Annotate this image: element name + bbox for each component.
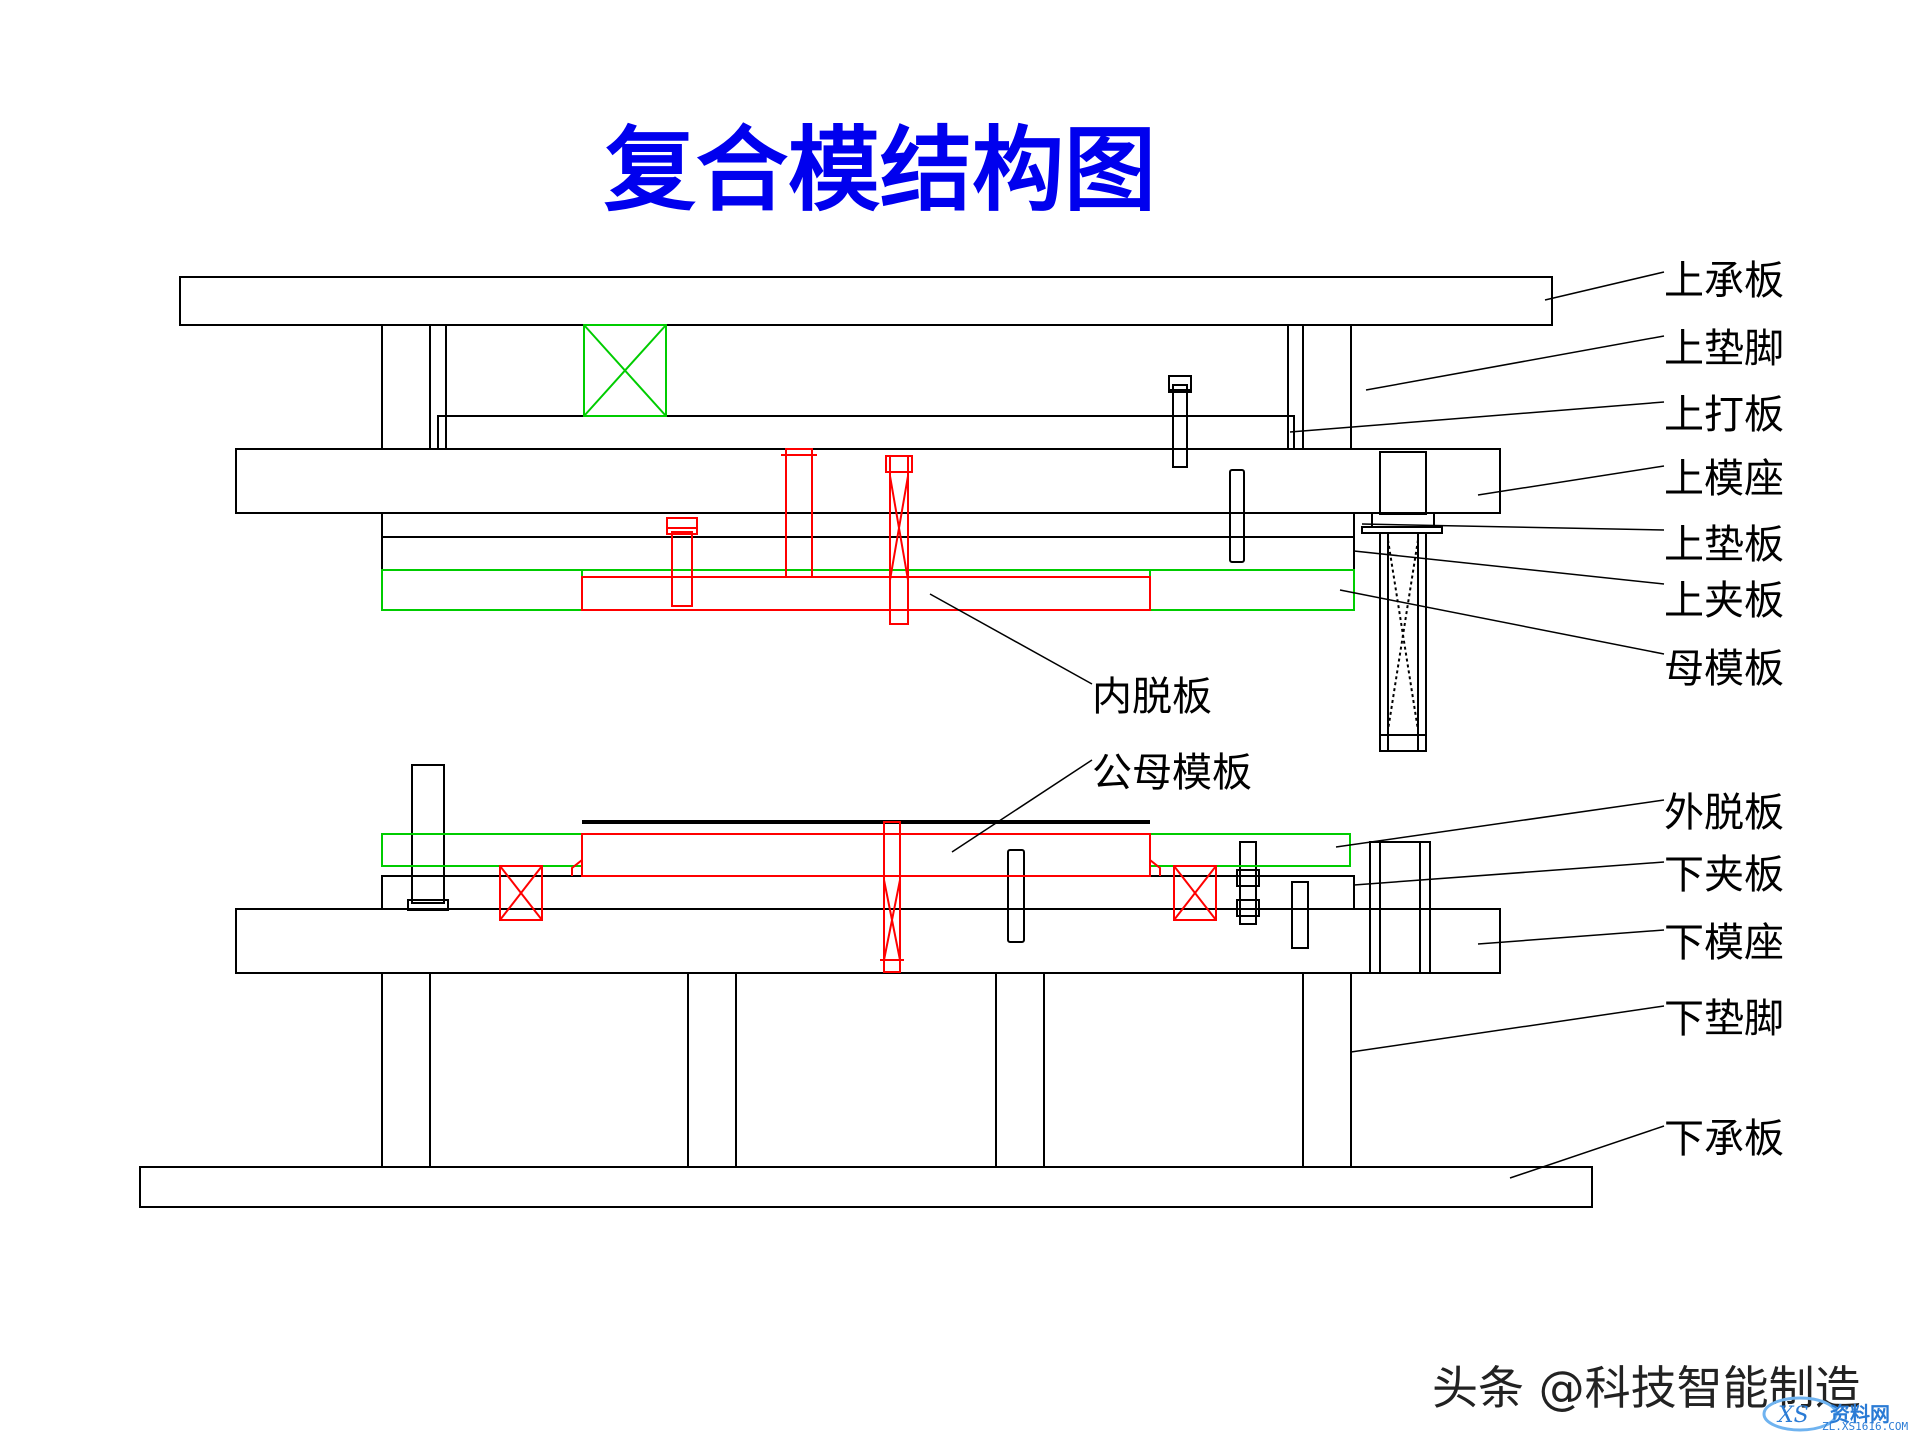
punch-die-plate bbox=[571, 833, 1161, 877]
svg-text:XS: XS bbox=[1776, 1403, 1809, 1428]
label-lower-clamp-plate: 下承板 bbox=[1664, 1116, 1784, 1162]
label-outer-stripper: 外脱板 bbox=[1664, 790, 1784, 836]
lower-red-parts bbox=[499, 821, 1217, 973]
label-upper-backing-plate: 上垫板 bbox=[1664, 522, 1784, 568]
upper-die bbox=[179, 276, 1553, 752]
upper-ejector-block bbox=[583, 324, 667, 417]
lower-spacer-4 bbox=[1302, 972, 1352, 1168]
lower-spacer-1 bbox=[381, 972, 431, 1168]
lower-spacer-3 bbox=[995, 972, 1045, 1168]
upper-spacer-left bbox=[381, 324, 431, 450]
watermark-logo-text: 资料网 bbox=[1830, 1402, 1890, 1426]
upper-retainer-right bbox=[1149, 569, 1355, 611]
label-female-die-plate: 母模板 bbox=[1664, 646, 1784, 692]
label-lower-die-set: 下模座 bbox=[1664, 920, 1784, 966]
label-upper-die-set: 上模座 bbox=[1664, 456, 1784, 502]
lower-clamp-plate bbox=[139, 1166, 1593, 1208]
label-punch-die-plate: 公母模板 bbox=[1092, 750, 1252, 796]
label-upper-spacer-block: 上垫脚 bbox=[1664, 326, 1784, 372]
watermark-logo-icon: XS bbox=[1762, 1396, 1838, 1432]
label-lower-retainer-plate: 下夹板 bbox=[1664, 852, 1784, 898]
upper-die-set bbox=[235, 448, 1501, 514]
lower-die-set bbox=[235, 908, 1501, 974]
outer-stripper bbox=[381, 833, 1351, 867]
leader-lines bbox=[929, 271, 1665, 1179]
upper-red-parts bbox=[581, 448, 1151, 625]
label-upper-knock-plate: 上打板 bbox=[1664, 392, 1784, 438]
upper-clamp-plate bbox=[179, 276, 1553, 326]
label-inner-stripper: 内脱板 bbox=[1092, 674, 1212, 720]
label-upper-retainer-plate: 上夹板 bbox=[1664, 578, 1784, 624]
label-upper-clamp-plate: 上承板 bbox=[1664, 258, 1784, 304]
watermark-logo-sub: ZL.XS1616.COM bbox=[1822, 1420, 1909, 1433]
upper-knock-plate bbox=[437, 415, 1295, 450]
lower-die bbox=[139, 764, 1593, 1208]
upper-retainer-left bbox=[381, 569, 583, 611]
page-title: 复合模结构图 bbox=[603, 116, 1156, 224]
lower-retainer-plate bbox=[381, 875, 1355, 910]
inner-stripper bbox=[581, 576, 1151, 611]
lower-spacer-2 bbox=[687, 972, 737, 1168]
upper-backing-plate bbox=[381, 512, 1355, 538]
label-lower-spacer-block: 下垫脚 bbox=[1664, 996, 1784, 1042]
upper-green-parts bbox=[381, 324, 1355, 611]
watermark-text: 头条 @科技智能制造 bbox=[1432, 1361, 1861, 1415]
